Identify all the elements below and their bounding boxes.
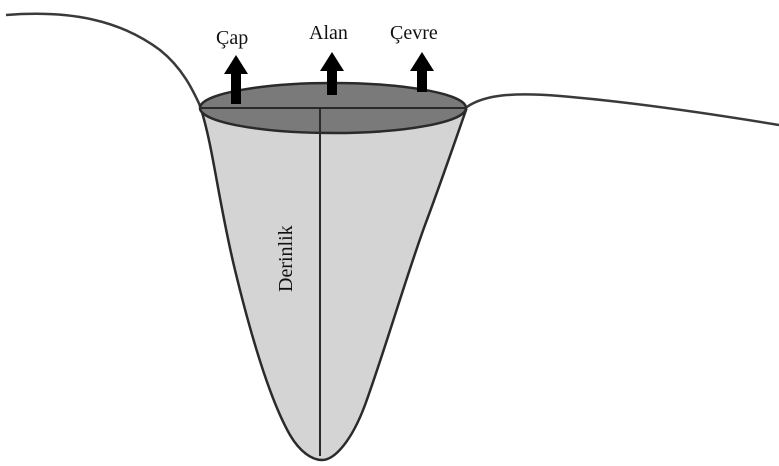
diameter-arrow <box>224 55 248 104</box>
area-arrow <box>320 52 344 95</box>
perimeter-label: Çevre <box>390 22 438 44</box>
area-label: Alan <box>309 22 348 44</box>
ground-surface-line <box>5 12 779 127</box>
sinkhole-body <box>198 104 468 462</box>
depth-label: Derinlik <box>275 225 297 292</box>
perimeter-arrow <box>410 52 434 92</box>
diameter-label: Çap <box>216 27 248 49</box>
